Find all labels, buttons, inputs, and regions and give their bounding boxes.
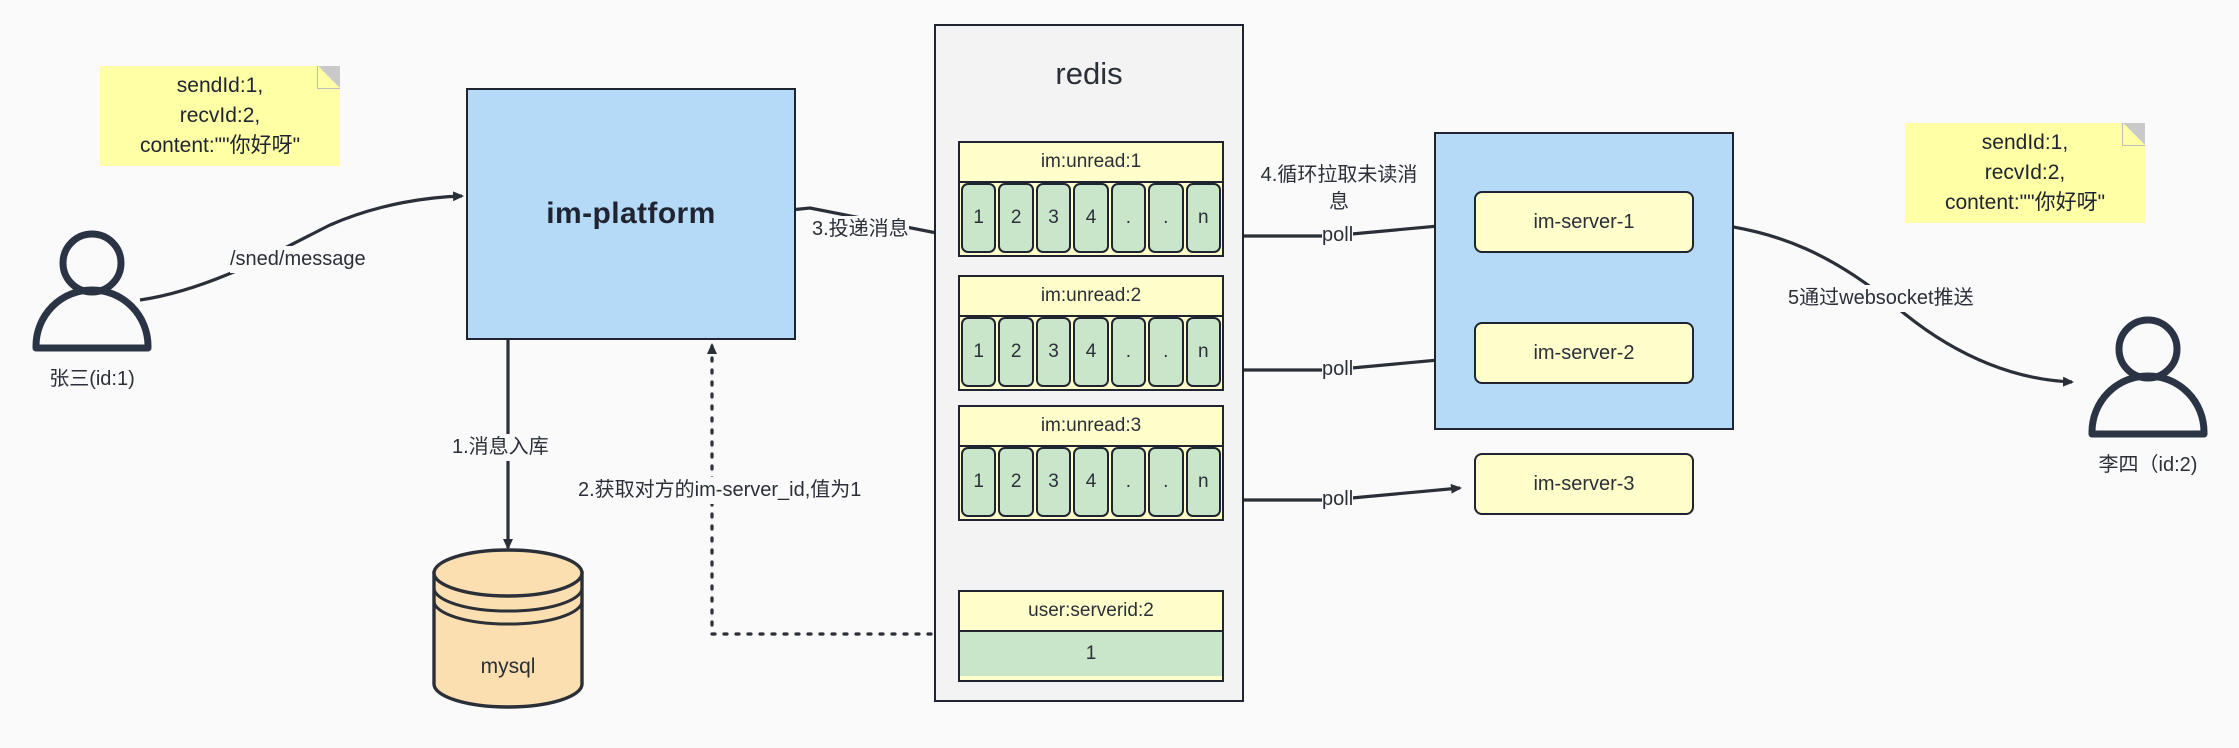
redis-entry-cells: 1 2 3 4 . . n xyxy=(960,447,1222,517)
redis-cell: 4 xyxy=(1073,317,1109,387)
redis-cell: n xyxy=(1185,183,1221,253)
node-redis-title: redis xyxy=(1055,56,1123,91)
edge-label-poll-3: poll xyxy=(1322,486,1354,513)
database-cylinder-icon xyxy=(432,548,584,709)
redis-cell: 2 xyxy=(998,183,1034,253)
node-im-server-1-label: im-server-1 xyxy=(1533,210,1635,233)
redis-kv-key: user:serverid:2 xyxy=(960,592,1222,632)
node-im-platform-label: im-platform xyxy=(546,197,716,230)
edge-label-step4: 4.循环拉取未读消息 xyxy=(1254,162,1424,216)
node-im-server-3[interactable]: im-server-3 xyxy=(1474,453,1694,515)
redis-kv-value: 1 xyxy=(960,632,1222,676)
user-actor-icon xyxy=(32,230,152,352)
edge-label-send-message: /sned/message xyxy=(230,246,366,273)
node-im-server-1[interactable]: im-server-1 xyxy=(1474,191,1694,253)
redis-cell: . xyxy=(1110,317,1147,387)
node-im-server-cluster xyxy=(1434,132,1734,430)
redis-cell: 4 xyxy=(1073,447,1109,517)
redis-cell: 3 xyxy=(1035,183,1072,253)
redis-cell: 3 xyxy=(1035,447,1072,517)
redis-entry-key: im:unread:1 xyxy=(960,143,1222,183)
note-left-line-1: sendId:1, xyxy=(176,74,264,97)
note-fold-icon xyxy=(317,66,340,89)
redis-cell: 1 xyxy=(961,447,997,517)
redis-cell: 4 xyxy=(1073,183,1109,253)
user-actor-icon xyxy=(2088,316,2208,438)
edge-label-step5: 5通过websocket推送 xyxy=(1788,285,1974,312)
actor-label-sender: 张三(id:1) xyxy=(49,368,135,390)
edge-label-poll-2: poll xyxy=(1322,356,1354,383)
redis-cell: 2 xyxy=(998,317,1034,387)
note-right-line-1: sendId:1, xyxy=(1981,131,2069,154)
node-im-server-2-label: im-server-2 xyxy=(1533,341,1635,364)
note-left-line-2: recvId:2, xyxy=(179,104,261,127)
redis-cell: n xyxy=(1185,447,1221,517)
redis-cell: . xyxy=(1148,183,1184,253)
note-right-line-3: content:""你好呀" xyxy=(1944,191,2106,214)
note-right: sendId:1, recvId:2, content:""你好呀" xyxy=(1905,123,2145,223)
redis-entry-key: im:unread:2 xyxy=(960,277,1222,317)
redis-cell: . xyxy=(1110,447,1147,517)
redis-cell: . xyxy=(1110,183,1147,253)
node-im-server-3-label: im-server-3 xyxy=(1533,472,1635,495)
redis-cell: 2 xyxy=(998,447,1034,517)
actor-label-receiver: 李四（id:2) xyxy=(2098,454,2198,476)
redis-entry-im-unread-1[interactable]: im:unread:1 1 2 3 4 . . n xyxy=(958,141,1224,257)
edge-label-step1: 1.消息入库 xyxy=(452,434,549,461)
node-im-platform[interactable]: im-platform xyxy=(466,88,796,340)
edge-redis-kv-to-platform xyxy=(707,343,957,636)
redis-cell: . xyxy=(1148,317,1184,387)
redis-cell: 1 xyxy=(961,183,997,253)
redis-cell: 1 xyxy=(961,317,997,387)
edge-label-step3: 3.投递消息 xyxy=(812,216,909,243)
edge-label-step2: 2.获取对方的im-server_id,值为1 xyxy=(578,477,862,504)
note-right-line-2: recvId:2, xyxy=(1984,161,2066,184)
redis-entry-im-unread-3[interactable]: im:unread:3 1 2 3 4 . . n xyxy=(958,405,1224,521)
redis-cell: . xyxy=(1148,447,1184,517)
redis-cell: n xyxy=(1185,317,1221,387)
redis-entry-user-serverid[interactable]: user:serverid:2 1 xyxy=(958,590,1224,682)
redis-entry-cells: 1 2 3 4 . . n xyxy=(960,317,1222,387)
edge-sender-to-platform xyxy=(139,191,464,302)
redis-entry-key: im:unread:3 xyxy=(960,407,1222,447)
redis-entry-im-unread-2[interactable]: im:unread:2 1 2 3 4 . . n xyxy=(958,275,1224,391)
node-mysql-label: mysql xyxy=(480,655,536,678)
redis-cell: 3 xyxy=(1035,317,1072,387)
node-im-server-2[interactable]: im-server-2 xyxy=(1474,322,1694,384)
note-left: sendId:1, recvId:2, content:""你好呀" xyxy=(100,66,340,166)
note-left-line-3: content:""你好呀" xyxy=(139,134,301,157)
edge-label-poll-1: poll xyxy=(1322,222,1354,249)
redis-entry-cells: 1 2 3 4 . . n xyxy=(960,183,1222,253)
note-fold-icon xyxy=(2122,123,2145,146)
